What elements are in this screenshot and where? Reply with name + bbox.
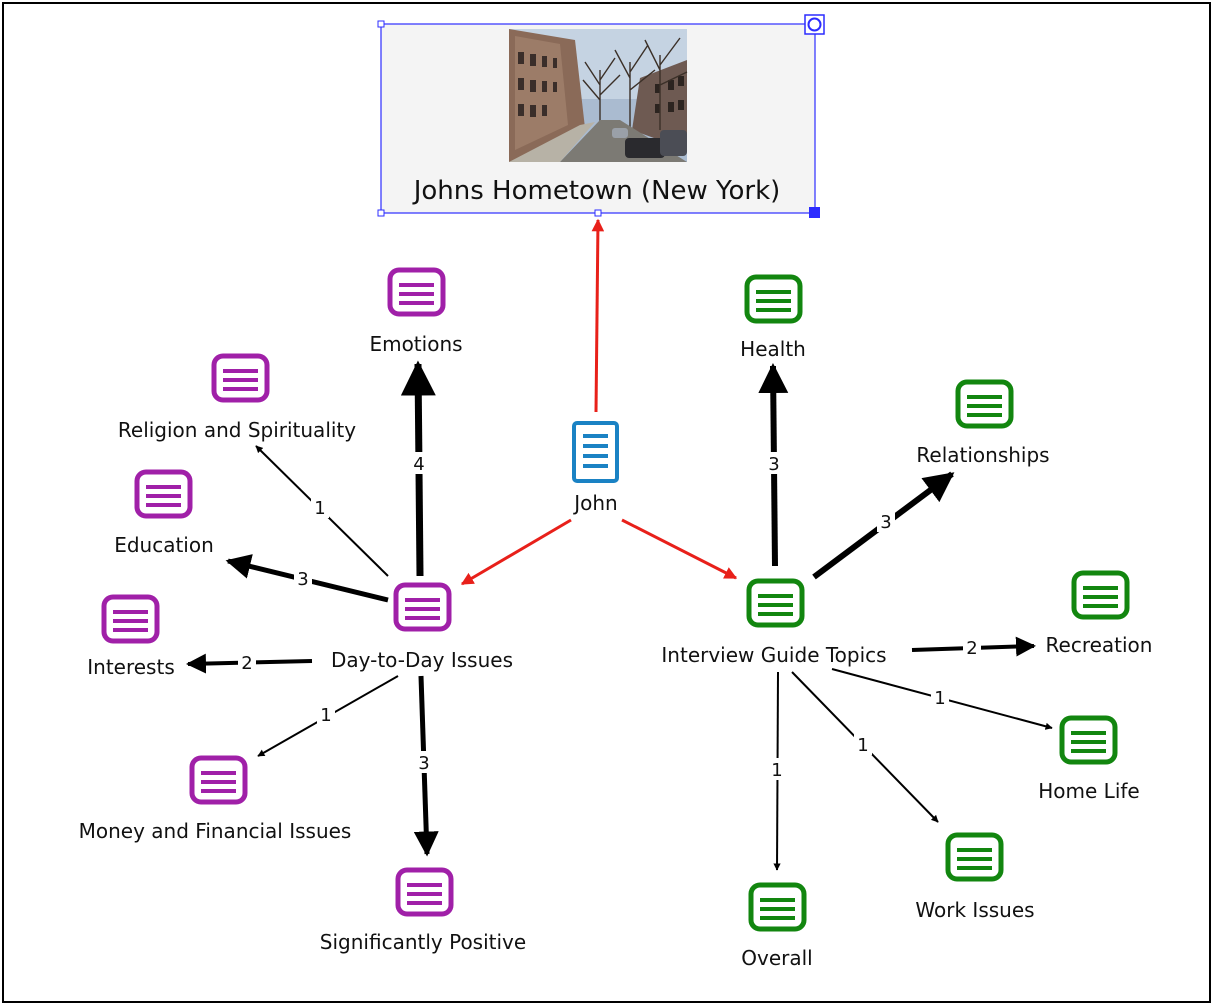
edges (186, 218, 1053, 871)
node-john[interactable]: John (572, 421, 619, 515)
node-health-label: Health (740, 337, 806, 361)
memo-icon (211, 353, 270, 403)
node-day-to-day[interactable]: Day-to-Day Issues (331, 582, 513, 672)
memo-icon (945, 832, 1004, 882)
node-education[interactable]: Education (114, 469, 214, 557)
node-religion-label: Religion and Spirituality (118, 418, 356, 442)
edge-count-guide-relationships: 3 (880, 512, 891, 533)
edge-john-day[interactable] (460, 518, 572, 586)
edge-count-guide-overall: 1 (771, 760, 782, 781)
node-overall-label: Overall (741, 946, 812, 970)
node-interview-guide[interactable]: Interview Guide Topics (661, 578, 887, 667)
memo-icon (748, 882, 807, 932)
node-recreation-label: Recreation (1046, 633, 1153, 657)
node-home-life[interactable]: Home Life (1038, 715, 1140, 803)
memo-icon (1059, 715, 1118, 765)
hometown-image-node[interactable]: Johns Hometown (New York) (377, 14, 825, 218)
edge-count-day-emotions: 4 (413, 454, 424, 475)
memo-icon (744, 274, 803, 324)
node-work-issues-label: Work Issues (915, 898, 1034, 922)
memo-icon (134, 469, 193, 519)
hometown-image-label: Johns Hometown (New York) (412, 176, 781, 206)
memo-icon (955, 379, 1014, 429)
node-interests-label: Interests (87, 655, 175, 679)
resize-handle-bottom-right[interactable] (809, 207, 820, 218)
document-icon (572, 421, 619, 483)
node-money-label: Money and Financial Issues (79, 819, 352, 843)
node-relationships-label: Relationships (916, 443, 1049, 467)
edge-count-guide-recreation: 2 (966, 638, 977, 659)
edge-count-day-education: 3 (297, 569, 308, 590)
node-work-issues[interactable]: Work Issues (915, 832, 1035, 922)
memo-icon (395, 867, 454, 917)
node-interests[interactable]: Interests (87, 594, 175, 679)
node-health[interactable]: Health (740, 274, 806, 361)
node-day-to-day-label: Day-to-Day Issues (331, 648, 513, 672)
node-home-life-label: Home Life (1038, 779, 1139, 803)
street-photo-icon (509, 29, 688, 162)
node-overall[interactable]: Overall (741, 882, 813, 970)
memo-icon (393, 582, 452, 632)
edge-count-guide-health: 3 (768, 454, 779, 475)
edge-labels: 4 1 3 2 1 3 3 3 2 1 1 1 (238, 452, 981, 781)
node-positive[interactable]: Significantly Positive (320, 867, 526, 954)
edge-count-day-positive: 3 (418, 753, 429, 774)
node-religion[interactable]: Religion and Spirituality (118, 353, 356, 442)
node-emotions-label: Emotions (369, 332, 462, 356)
rotate-handle-icon[interactable] (804, 14, 825, 35)
memo-icon (101, 594, 160, 644)
selection-handle-bottom-middle[interactable] (594, 209, 602, 217)
edge-count-guide-work: 1 (857, 735, 868, 756)
memo-icon (746, 578, 805, 628)
node-interview-guide-label: Interview Guide Topics (661, 643, 886, 667)
node-john-label: John (572, 491, 618, 515)
edge-count-day-interests: 2 (241, 653, 252, 674)
node-education-label: Education (114, 533, 214, 557)
selection-handle-bottom-left[interactable] (377, 209, 385, 217)
memo-icon (1071, 570, 1130, 620)
edge-count-guide-homelife: 1 (934, 688, 945, 709)
node-money[interactable]: Money and Financial Issues (79, 755, 352, 843)
node-emotions[interactable]: Emotions (369, 267, 463, 356)
node-recreation[interactable]: Recreation (1046, 570, 1153, 657)
edge-john-hometown[interactable] (591, 218, 605, 413)
edge-john-guide[interactable] (621, 518, 738, 580)
edge-count-day-religion: 1 (314, 498, 325, 519)
node-positive-label: Significantly Positive (320, 930, 526, 954)
memo-icon (189, 755, 248, 805)
memo-icon (387, 267, 446, 317)
selection-handle-top-left[interactable] (377, 20, 385, 28)
node-relationships[interactable]: Relationships (916, 379, 1050, 467)
edge-count-day-money: 1 (320, 705, 331, 726)
